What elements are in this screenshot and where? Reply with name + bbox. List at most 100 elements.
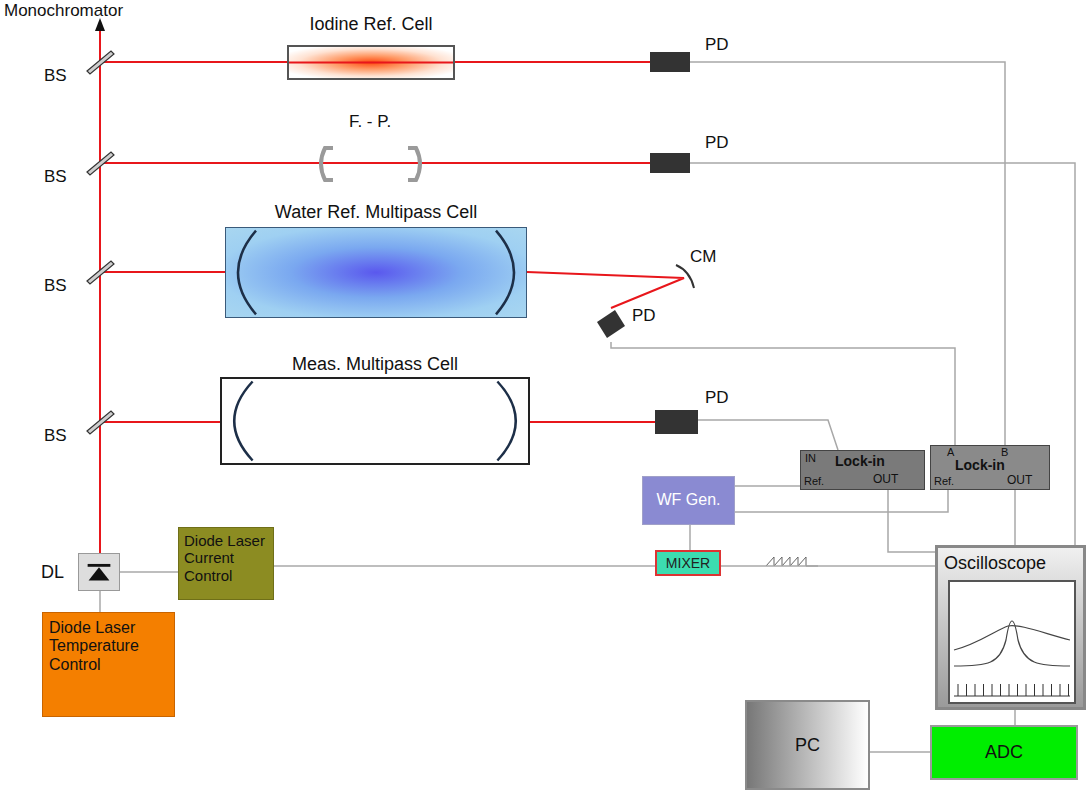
reference-cell: Iodine Ref. Cell bbox=[287, 45, 455, 80]
node-label: PC bbox=[795, 735, 820, 756]
node-label: PD bbox=[632, 306, 656, 326]
part-label: F. - P. bbox=[349, 112, 391, 132]
lock-in-amplifier: A BLock-inRef. OUT bbox=[930, 445, 1050, 490]
cell-mirror bbox=[497, 382, 515, 461]
node-label: OUT bbox=[873, 473, 898, 487]
node-label: WF Gen. bbox=[656, 491, 720, 509]
signal-wire bbox=[1014, 710, 1016, 725]
output-label: Monochromator bbox=[4, 1, 123, 21]
node-label: Oscilloscope bbox=[944, 553, 1046, 574]
node-label: OUT bbox=[1007, 474, 1032, 488]
node-label: PD bbox=[705, 388, 729, 408]
node-decoration bbox=[226, 228, 526, 317]
scope-tick bbox=[966, 684, 967, 696]
scope-tick bbox=[975, 684, 976, 696]
control-box: Diode Laser Current Control bbox=[178, 527, 274, 600]
signal-wire bbox=[689, 525, 691, 550]
lock-in-amplifier: IN Lock-inRef. OUT bbox=[800, 450, 925, 490]
part-label: CM bbox=[690, 247, 716, 267]
screen bbox=[949, 581, 1075, 703]
photodiode-body bbox=[594, 308, 628, 342]
signal-wire bbox=[690, 163, 1075, 545]
node-label: ADC bbox=[985, 742, 1023, 763]
laser-beam bbox=[100, 162, 650, 164]
laser-beam bbox=[289, 62, 453, 64]
beam-splitter bbox=[87, 411, 114, 434]
multipass-cell: Meas. Multipass Cell bbox=[220, 377, 530, 465]
node-label: PD bbox=[705, 35, 729, 55]
signal-wire bbox=[611, 342, 955, 445]
diode-laser: DL bbox=[78, 553, 120, 591]
laser-beam bbox=[530, 421, 655, 423]
node-label: DL bbox=[41, 562, 64, 583]
computer: PC bbox=[745, 700, 870, 790]
signal-wire bbox=[274, 565, 655, 567]
photodiode: PD bbox=[650, 153, 690, 173]
node-label: B bbox=[1001, 446, 1008, 459]
scope-tick bbox=[1000, 684, 1001, 696]
node-label: Water Ref. Multipass Cell bbox=[275, 202, 477, 223]
cell-mirror bbox=[234, 382, 252, 461]
node-label: IN bbox=[805, 452, 816, 465]
scope-tick bbox=[958, 684, 959, 696]
scope-tick bbox=[1043, 684, 1044, 696]
scope-tick bbox=[1068, 684, 1069, 696]
part-label: BS bbox=[44, 276, 67, 296]
photodiode: PD bbox=[655, 410, 698, 434]
fp-mirror bbox=[408, 148, 420, 180]
scope-baseline bbox=[954, 696, 1070, 697]
node-label: Ref. bbox=[934, 475, 954, 488]
signal-wire bbox=[870, 751, 930, 753]
cell-mirror bbox=[496, 231, 514, 315]
node-label: Ref. bbox=[804, 475, 824, 488]
node-label: Lock-in bbox=[835, 453, 885, 469]
scope-trace bbox=[954, 626, 1070, 650]
signal-wire bbox=[888, 490, 935, 552]
sawtooth-symbol bbox=[766, 557, 818, 566]
diode-symbol bbox=[79, 554, 119, 590]
beam-splitter bbox=[87, 152, 114, 175]
node-label: Diode Laser Temperature Control bbox=[49, 619, 168, 674]
node-label: Iodine Ref. Cell bbox=[309, 14, 432, 35]
node-label: A bbox=[947, 446, 954, 459]
laser-beam bbox=[455, 61, 650, 63]
node-label: MIXER bbox=[666, 555, 710, 571]
photodiode-body bbox=[597, 310, 625, 338]
diode-bar bbox=[88, 564, 111, 567]
node-label: PD bbox=[705, 133, 729, 153]
scope-screen bbox=[948, 580, 1076, 704]
beam-in-cell bbox=[289, 47, 453, 78]
scope-trace bbox=[954, 621, 1070, 666]
node-decoration bbox=[222, 379, 528, 463]
node-decoration bbox=[594, 308, 628, 342]
cell-mirrors bbox=[226, 228, 526, 317]
part-label: BS bbox=[44, 167, 67, 187]
node-decoration bbox=[289, 47, 453, 78]
oscilloscope: Oscilloscope bbox=[935, 545, 1086, 710]
beam-splitter bbox=[87, 51, 114, 74]
node-decoration bbox=[79, 554, 119, 590]
node-label: Lock-in bbox=[955, 457, 1005, 473]
multipass-cell: Water Ref. Multipass Cell bbox=[225, 227, 527, 318]
photodiode: PD bbox=[650, 52, 690, 72]
control-box: Diode Laser Temperature Control bbox=[42, 612, 175, 717]
scope-tick bbox=[1017, 684, 1018, 696]
signal-wire bbox=[99, 591, 101, 612]
scope-tick bbox=[983, 684, 984, 696]
node-label: Meas. Multipass Cell bbox=[292, 354, 458, 375]
scope-tick bbox=[1034, 684, 1035, 696]
signal-wire bbox=[690, 62, 1005, 445]
signal-wire bbox=[735, 490, 948, 512]
adc-box: ADC bbox=[930, 725, 1078, 780]
scope-tick bbox=[1026, 684, 1027, 696]
scope-tick bbox=[1051, 684, 1052, 696]
signal-wire bbox=[698, 420, 838, 450]
diode-triangle bbox=[89, 567, 110, 580]
part-label: BS bbox=[44, 426, 67, 446]
signal-wire bbox=[735, 485, 800, 487]
laser-beam bbox=[100, 61, 287, 63]
scope-tick bbox=[1060, 684, 1061, 696]
fp-mirror bbox=[321, 148, 333, 180]
laser-beam bbox=[527, 272, 684, 308]
signal-wire bbox=[1014, 490, 1016, 545]
